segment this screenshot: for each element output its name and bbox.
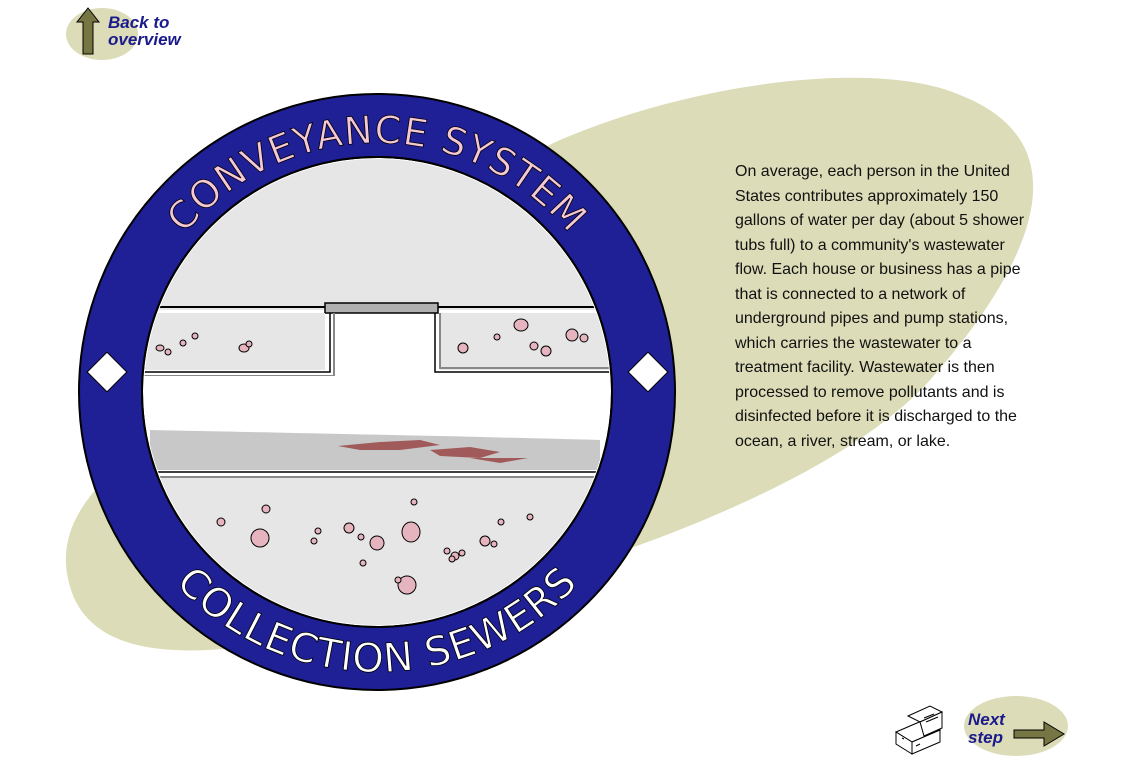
back-arrow-icon bbox=[66, 7, 138, 60]
back-to-overview-link[interactable]: Back to overview bbox=[66, 4, 194, 62]
next-line-2: step bbox=[968, 728, 1003, 747]
back-line-2: overview bbox=[108, 30, 181, 49]
next-line-1: Next bbox=[968, 710, 1005, 729]
next-step-link[interactable]: Next step bbox=[894, 694, 1074, 758]
diamond-right-icon bbox=[627, 351, 669, 393]
diamond-left-icon bbox=[86, 351, 128, 393]
next-link-text: Next step bbox=[968, 711, 1005, 747]
back-link-text: Back to overview bbox=[108, 14, 181, 48]
next-step-graphics bbox=[894, 696, 1068, 756]
treatment-plant-icon bbox=[894, 705, 944, 755]
description-text: On average, each person in the United St… bbox=[735, 163, 1025, 450]
next-arrow-icon bbox=[1013, 721, 1065, 747]
back-line-1: Back to bbox=[108, 13, 170, 32]
